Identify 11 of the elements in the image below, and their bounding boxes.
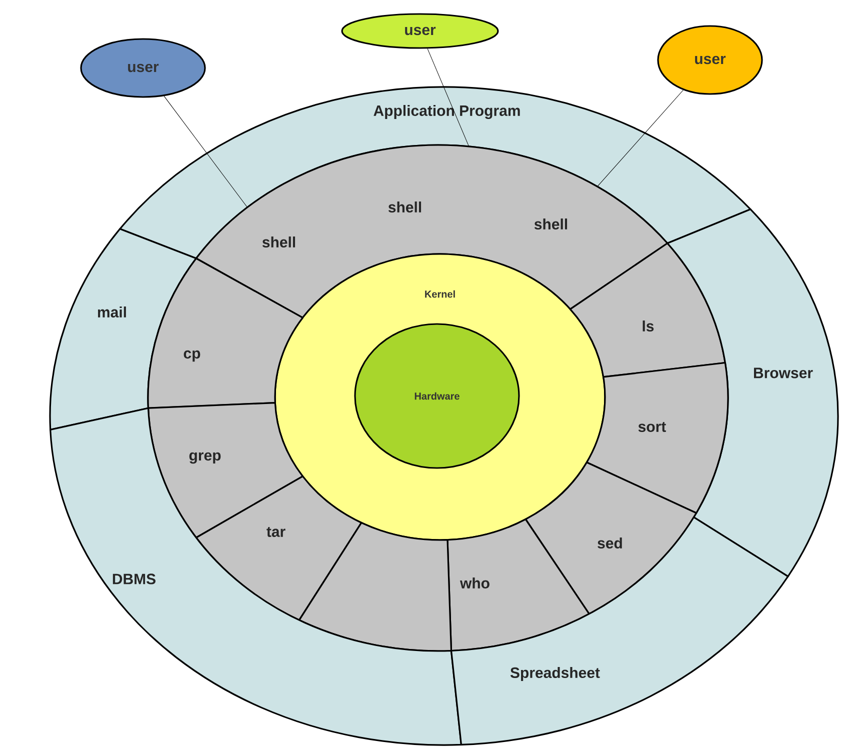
ring-segment: who — [446, 518, 590, 652]
ring-segment: cp — [147, 258, 304, 409]
leader-line — [427, 48, 470, 147]
ring-segment: sed — [524, 462, 698, 615]
ring-segment: ls — [569, 242, 726, 378]
ring-segment: Browser — [666, 208, 839, 578]
leader-line — [597, 90, 684, 187]
leader-line — [164, 96, 248, 208]
ring-segment: sort — [586, 362, 729, 514]
sector-segment — [298, 522, 452, 652]
ring-segment: tar — [195, 475, 362, 621]
